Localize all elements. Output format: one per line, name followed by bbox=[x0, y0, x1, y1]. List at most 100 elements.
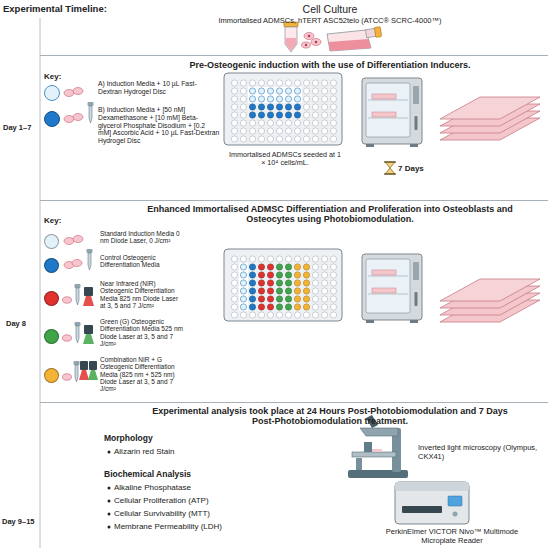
pipette-icon bbox=[75, 284, 81, 288]
list-bullet bbox=[108, 451, 111, 454]
legend-text: Near Infrared (NIR) Osteogenic Different… bbox=[100, 280, 184, 309]
well-plate bbox=[239, 263, 248, 311]
microscope bbox=[364, 442, 372, 452]
band-heading: Cell Culture bbox=[220, 3, 440, 15]
legend-item: Standard Induction Media 0 nm Diode Lase… bbox=[44, 230, 184, 252]
well-plate bbox=[224, 249, 342, 321]
day-label: Day 1–7 bbox=[3, 124, 31, 133]
cell-cluster bbox=[302, 33, 322, 49]
microplate-reader bbox=[453, 512, 458, 517]
list-bullet bbox=[108, 526, 111, 529]
band-subtitle: Immortalised ADMSCs, hTERT ASC52telo (AT… bbox=[170, 17, 490, 26]
analysis-heading: Biochemical Analysis bbox=[104, 470, 191, 480]
analysis-item: Cellular Proliferation (ATP) bbox=[114, 496, 209, 505]
equipment-caption: PerkinElmer VICTOR Nivo™ Multimode Micro… bbox=[372, 528, 532, 545]
well-plate bbox=[248, 103, 302, 119]
laser-icon bbox=[79, 370, 89, 380]
incubator bbox=[366, 320, 374, 323]
legend-text: Green (G) Osteogenic Differentiation Med… bbox=[100, 318, 184, 347]
microplate-reader bbox=[395, 482, 469, 491]
list-bullet bbox=[108, 487, 111, 490]
pipette-icon bbox=[75, 365, 78, 382]
key-circle bbox=[45, 112, 60, 127]
pipette-icon bbox=[75, 322, 81, 326]
legend-item: Control Osteogenic Differentiation Media bbox=[44, 254, 184, 276]
hourglass-icon bbox=[384, 161, 396, 162]
well-plate bbox=[230, 255, 338, 319]
pipette-icon bbox=[88, 102, 94, 123]
culture-flask bbox=[327, 27, 382, 51]
incubator bbox=[372, 94, 396, 99]
pipette-icon bbox=[89, 106, 92, 123]
plate-stack bbox=[440, 97, 540, 140]
incubator bbox=[362, 78, 422, 144]
plate-stack bbox=[440, 279, 540, 322]
laser-icon bbox=[83, 334, 94, 344]
incubator bbox=[368, 100, 408, 101]
pipette-icon bbox=[76, 288, 79, 305]
incubator bbox=[415, 116, 418, 130]
microplate-reader bbox=[402, 506, 442, 513]
well-plate bbox=[257, 263, 275, 311]
incubator bbox=[410, 320, 418, 323]
incubator bbox=[368, 294, 408, 295]
cell-icon bbox=[73, 236, 83, 243]
pipette-icon bbox=[88, 253, 91, 270]
cell-icon bbox=[72, 260, 82, 267]
incubator bbox=[362, 254, 422, 323]
cell-cluster bbox=[311, 39, 321, 46]
legend-swatch bbox=[44, 368, 59, 383]
incubator bbox=[413, 86, 419, 104]
microscope bbox=[352, 452, 396, 457]
media-description: B) Induction Media + [50 nM] Dexamethaso… bbox=[98, 106, 220, 145]
incubator bbox=[362, 254, 422, 320]
analysis-item: Membrane Permeability (LDH) bbox=[114, 522, 222, 531]
incubator bbox=[368, 118, 408, 119]
pipette-icon bbox=[75, 284, 81, 305]
well-plate bbox=[275, 263, 293, 311]
legend-item: Combination NIR + G Osteogenic Different… bbox=[44, 356, 184, 394]
cell-cluster bbox=[302, 42, 311, 48]
pipette-icon bbox=[75, 322, 81, 343]
analysis-item: Alizarin red Stain bbox=[114, 447, 174, 456]
band-heading: Pre-Osteogenic induction with the use of… bbox=[150, 60, 510, 70]
legend-text: Combination NIR + G Osteogenic Different… bbox=[100, 356, 184, 392]
legend-item: Near Infrared (NIR) Osteogenic Different… bbox=[44, 280, 184, 316]
laser-icon bbox=[88, 370, 98, 380]
hourglass-icon bbox=[385, 162, 395, 174]
hourglass-icon bbox=[384, 162, 396, 174]
band-heading: Experimental analysis took place at 24 H… bbox=[140, 406, 520, 427]
microplate-reader bbox=[395, 482, 469, 524]
legend-swatch bbox=[44, 291, 59, 306]
analysis-item: Alkaline Phosphatase bbox=[114, 483, 191, 492]
incubator bbox=[366, 259, 410, 313]
well-plate bbox=[224, 249, 342, 321]
cell-icon bbox=[64, 88, 83, 123]
media-description: A) Induction Media + 10 µL Fast-Dextran … bbox=[98, 80, 220, 96]
culture-flask bbox=[329, 39, 372, 51]
centrifuge-tube bbox=[285, 27, 297, 52]
laser-icon bbox=[83, 296, 94, 306]
incubator bbox=[410, 144, 418, 147]
pipette-icon bbox=[87, 249, 93, 253]
incubator bbox=[372, 288, 396, 293]
pipette-icon bbox=[74, 361, 80, 365]
microplate-reader bbox=[448, 496, 462, 506]
incubator bbox=[413, 262, 419, 280]
cell-icon bbox=[63, 374, 72, 380]
legend-text: Control Osteogenic Differentiation Media bbox=[100, 254, 184, 269]
incubator bbox=[366, 83, 410, 137]
laser-icon bbox=[79, 287, 98, 380]
day-label: Day 9–15 bbox=[2, 518, 35, 527]
cell-icon bbox=[64, 90, 74, 97]
laser-icon bbox=[84, 325, 93, 334]
well-plate bbox=[230, 79, 338, 143]
timeline-heading: Experimental Timeline: bbox=[3, 4, 107, 15]
legend-swatch bbox=[44, 258, 59, 273]
microplate-reader bbox=[395, 482, 469, 524]
key-heading: Key: bbox=[44, 72, 61, 81]
pipette-icon bbox=[76, 326, 79, 343]
legend-swatch bbox=[44, 234, 59, 249]
legend-item: Green (G) Osteogenic Differentiation Med… bbox=[44, 318, 184, 354]
